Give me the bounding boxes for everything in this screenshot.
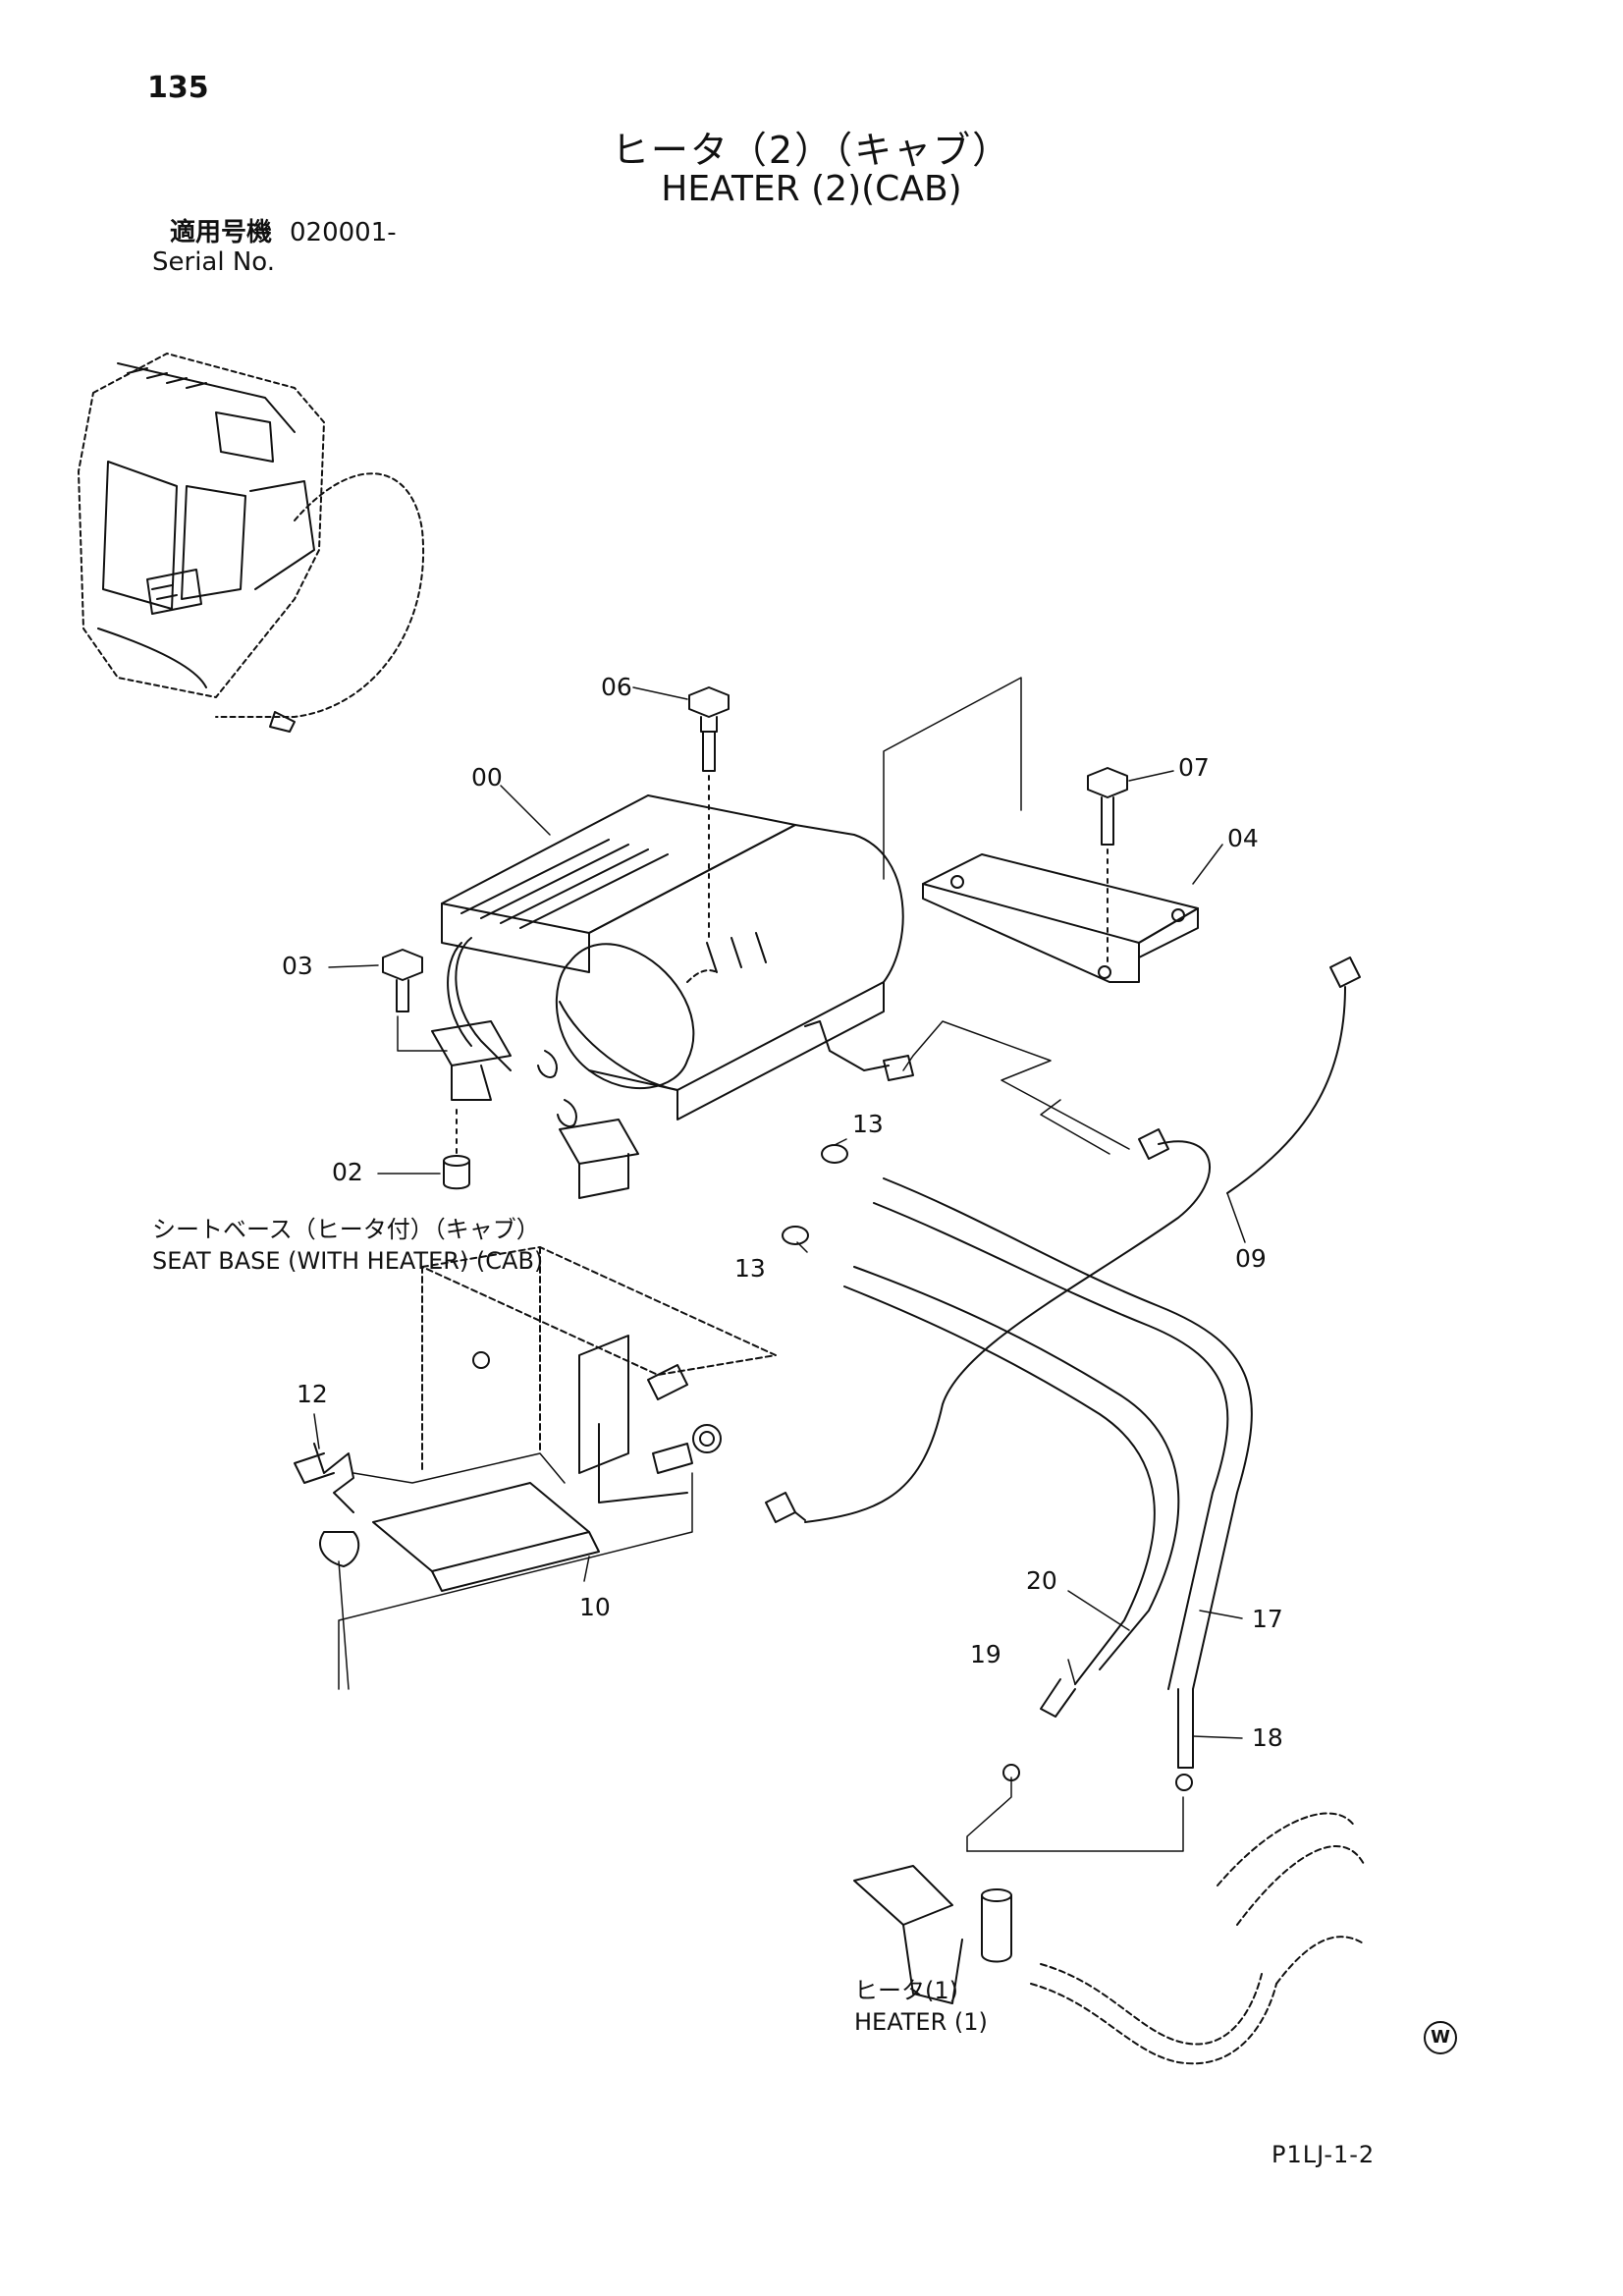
heater1-caption-jp: ヒータ(1) bbox=[854, 1977, 958, 2004]
page-title-en: HEATER (2)(CAB) bbox=[661, 169, 962, 209]
bracket-04 bbox=[883, 677, 1199, 983]
page-title-jp: ヒータ（2）（キャブ） bbox=[611, 129, 1012, 172]
serial-label-jp: 適用号機 bbox=[170, 218, 273, 247]
callout-18: 18 bbox=[1252, 1723, 1283, 1752]
wire-harness-09 bbox=[765, 957, 1361, 1523]
heater-unit bbox=[431, 794, 914, 1199]
watermark-symbol: W bbox=[1424, 2021, 1457, 2054]
seat-base-10 bbox=[294, 1246, 777, 1690]
serial-label-en: Serial No. bbox=[152, 247, 275, 277]
callout-17: 17 bbox=[1252, 1605, 1283, 1633]
hoses bbox=[843, 1177, 1253, 1791]
callout-03: 03 bbox=[282, 952, 313, 980]
heater-1-illustration bbox=[853, 1777, 1366, 2065]
page-number: 135 bbox=[147, 71, 209, 105]
callout-13-upper: 13 bbox=[852, 1110, 884, 1138]
seat-base-caption-jp: シートベース（ヒータ付）（キャブ） bbox=[152, 1216, 540, 1243]
callout-04: 04 bbox=[1227, 824, 1259, 852]
callout-19: 19 bbox=[970, 1640, 1001, 1668]
leader-lines bbox=[313, 686, 1246, 1739]
serial-info: 適用号機 020001- Serial No. bbox=[152, 218, 397, 277]
seat-base-caption-en: SEAT BASE (WITH HEATER) (CAB) bbox=[152, 1247, 543, 1275]
drawing-code: P1LJ-1-2 bbox=[1271, 2141, 1376, 2168]
callout-09: 09 bbox=[1235, 1244, 1267, 1273]
callout-10: 10 bbox=[579, 1593, 611, 1621]
callout-06: 06 bbox=[601, 673, 632, 701]
callout-07: 07 bbox=[1178, 753, 1210, 782]
collar-02 bbox=[443, 1109, 470, 1190]
bolt-06 bbox=[688, 686, 730, 944]
bolt-03 bbox=[382, 949, 448, 1052]
serial-value: 020001- bbox=[290, 218, 397, 247]
callout-00: 00 bbox=[471, 763, 503, 792]
callout-02: 02 bbox=[332, 1158, 363, 1186]
machine-cab-illustration bbox=[78, 353, 425, 733]
bolt-07 bbox=[1087, 767, 1128, 963]
hose-clamps bbox=[782, 1144, 848, 1245]
callout-12: 12 bbox=[297, 1380, 328, 1408]
heater1-caption-en: HEATER (1) bbox=[854, 2008, 988, 2036]
callout-13-lower: 13 bbox=[734, 1254, 766, 1283]
callout-20: 20 bbox=[1026, 1566, 1057, 1595]
